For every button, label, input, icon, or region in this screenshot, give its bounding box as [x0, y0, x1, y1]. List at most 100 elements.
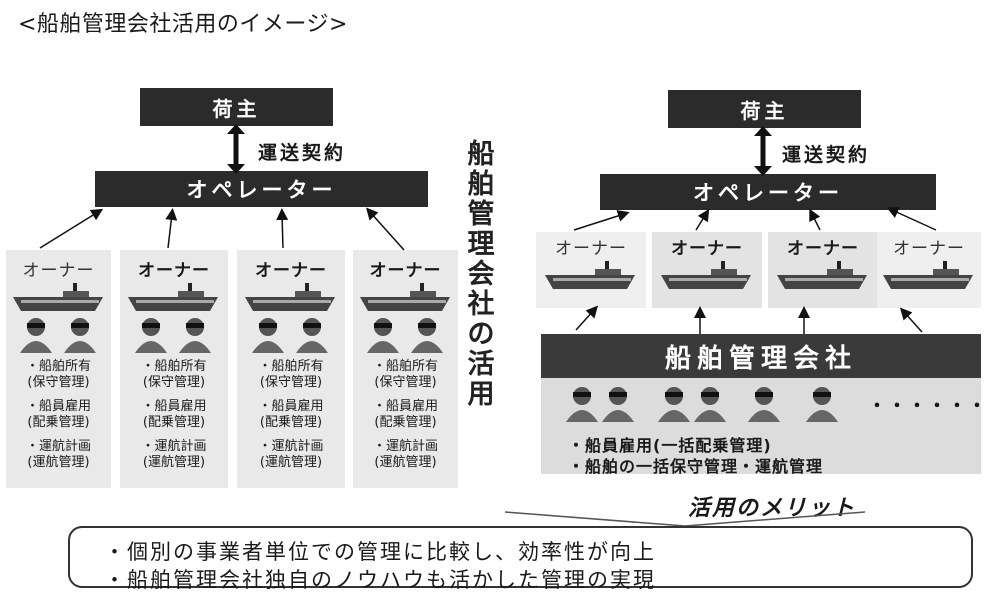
- owner-label: オーナー: [555, 239, 627, 259]
- duty-line: (保守管理): [259, 375, 323, 390]
- mgmt-bullet: ・船舶の一括保守管理・運航管理: [568, 457, 824, 476]
- duty-line: ・運航計画: [258, 439, 324, 454]
- right-contract-label: 運送契約: [782, 144, 871, 166]
- owner-cell: オーナー: [877, 232, 981, 308]
- duty-line: (配乗管理): [27, 415, 90, 430]
- vertical-char: の: [467, 319, 495, 350]
- duty-line: (保守管理): [142, 375, 206, 390]
- owner-column: オーナー ・船舶所有 (保守管理) ・船員雇用 (配乗管理) ・運航計画 (運航…: [120, 250, 228, 488]
- vertical-char: 理: [467, 229, 495, 260]
- owner-arrow: [165, 208, 178, 249]
- duty-line: ・船員雇用: [25, 399, 91, 414]
- duty-line: (保守管理): [374, 375, 437, 390]
- crew-icon: [566, 387, 598, 422]
- vertical-char: 用: [467, 379, 495, 410]
- duty-line: ・運航計画: [141, 439, 207, 454]
- duty-line: ・運航計画: [372, 439, 438, 454]
- left-arrows: [39, 124, 405, 251]
- crew-icon: [135, 318, 211, 353]
- management-crew-icons: [566, 387, 838, 422]
- duty-line: (運航管理): [27, 455, 90, 470]
- crew-icon: [806, 387, 838, 422]
- merit-line: ・個別の事業者単位での管理に比較し、効率性が向上: [104, 540, 656, 564]
- owner-label: オーナー: [138, 261, 210, 281]
- owner-column: オーナー ・船舶所有 (保守管理) ・船員雇用 (配乗管理) ・運航計画 (運航…: [353, 250, 458, 488]
- vertical-char: 管: [467, 199, 495, 230]
- mgmt-bullet: ・船員雇用(一括配乗管理): [568, 436, 772, 455]
- contract-arrow-head-down: [754, 166, 772, 176]
- owner-duties: ・船舶所有 (保守管理) ・船員雇用 (配乗管理) ・運航計画 (運航管理): [141, 359, 206, 471]
- duty-line: ・船舶所有: [141, 359, 207, 374]
- left-shipper-box: 荷主: [140, 88, 333, 126]
- duty-line: (配乗管理): [142, 415, 206, 430]
- owner-label: オーナー: [22, 261, 95, 281]
- duty-line: (配乗管理): [259, 415, 323, 430]
- crew-icon: [252, 318, 328, 353]
- right-shipper-box: 荷主: [668, 90, 861, 128]
- vertical-char: 活: [467, 349, 495, 380]
- owner-cell: オーナー: [536, 232, 646, 308]
- ellipsis-dots: ・・・・・・: [868, 396, 985, 417]
- crew-icon: [19, 318, 96, 353]
- crew-icon: [658, 387, 690, 422]
- middle-vertical-label: 船 舶 管 理 会 社 の 活 用: [464, 140, 498, 410]
- duty-line: (保守管理): [27, 375, 90, 390]
- owner-cell: オーナー: [768, 232, 878, 308]
- vertical-char: 船: [467, 139, 495, 170]
- page-title: <船舶管理会社活用のイメージ>: [18, 12, 348, 37]
- duty-line: (配乗管理): [374, 415, 437, 430]
- merit-line: ・船舶管理会社独自のノウハウも活かした管理の実現: [104, 568, 656, 592]
- owner-arrow: [365, 207, 405, 251]
- crew-icon: [748, 387, 780, 422]
- vertical-char: 舶: [467, 169, 495, 200]
- owner-arrow: [276, 208, 289, 249]
- owner-arrow: [573, 210, 630, 231]
- owner-duties: ・船舶所有 (保守管理) ・船員雇用 (配乗管理) ・運航計画 (運航管理): [373, 359, 438, 471]
- owner-label: オーナー: [255, 261, 327, 281]
- contract-arrow-head-up: [754, 126, 772, 136]
- duty-line: ・船舶所有: [258, 359, 324, 374]
- owner-arrow: [695, 208, 710, 231]
- owner-label: オーナー: [671, 239, 743, 259]
- duty-line: ・運航計画: [25, 439, 91, 454]
- duty-line: ・船舶所有: [372, 359, 438, 374]
- contract-arrow-head-up: [227, 124, 245, 134]
- duty-line: (運航管理): [259, 455, 323, 470]
- owner-arrow: [886, 207, 937, 231]
- management-company-box: 船舶管理会社: [541, 334, 981, 378]
- ship-icon: [12, 283, 103, 311]
- crew-icon: [602, 387, 634, 422]
- ship-icon: [777, 261, 867, 289]
- duty-line: ・船舶所有: [25, 359, 91, 374]
- duty-line: ・船員雇用: [372, 399, 438, 414]
- owner-label: オーナー: [787, 239, 859, 259]
- contract-arrow-head-down: [227, 164, 245, 174]
- duty-line: ・船員雇用: [141, 399, 207, 414]
- right-operator-box: オペレーター: [600, 174, 936, 210]
- ship-icon: [128, 283, 218, 311]
- ship-icon: [359, 283, 450, 311]
- owner-column: オーナー ・船舶所有 (保守管理) ・船員雇用 (配乗管理) ・運航計画 (運航…: [6, 250, 111, 488]
- left-operator-box: オペレーター: [95, 171, 428, 207]
- owner-arrow: [809, 208, 821, 231]
- duty-line: (運航管理): [142, 455, 206, 470]
- owner-label: オーナー: [893, 239, 965, 259]
- ship-icon: [661, 261, 751, 289]
- owner-arrow: [39, 208, 104, 249]
- merit-box: ・個別の事業者単位での管理に比較し、効率性が向上 ・船舶管理会社独自のノウハウも…: [68, 526, 973, 592]
- vertical-char: 会: [467, 259, 495, 290]
- owner-label: オーナー: [369, 261, 442, 281]
- ship-icon: [545, 261, 635, 289]
- owner-cell: オーナー: [652, 232, 762, 308]
- right-arrows: [573, 126, 937, 334]
- crew-icon: [366, 318, 443, 353]
- ship-icon: [245, 283, 335, 311]
- ship-icon: [883, 261, 973, 289]
- owner-duties: ・船舶所有 (保守管理) ・船員雇用 (配乗管理) ・運航計画 (運航管理): [26, 359, 91, 471]
- mgmt-arrow: [899, 307, 923, 333]
- owner-duties: ・船舶所有 (保守管理) ・船員雇用 (配乗管理) ・運航計画 (運航管理): [258, 359, 323, 471]
- crew-icon: [694, 387, 726, 422]
- mgmt-arrow: [575, 305, 599, 331]
- duty-line: (運航管理): [374, 455, 437, 470]
- merit-heading: 活用のメリット: [688, 496, 857, 521]
